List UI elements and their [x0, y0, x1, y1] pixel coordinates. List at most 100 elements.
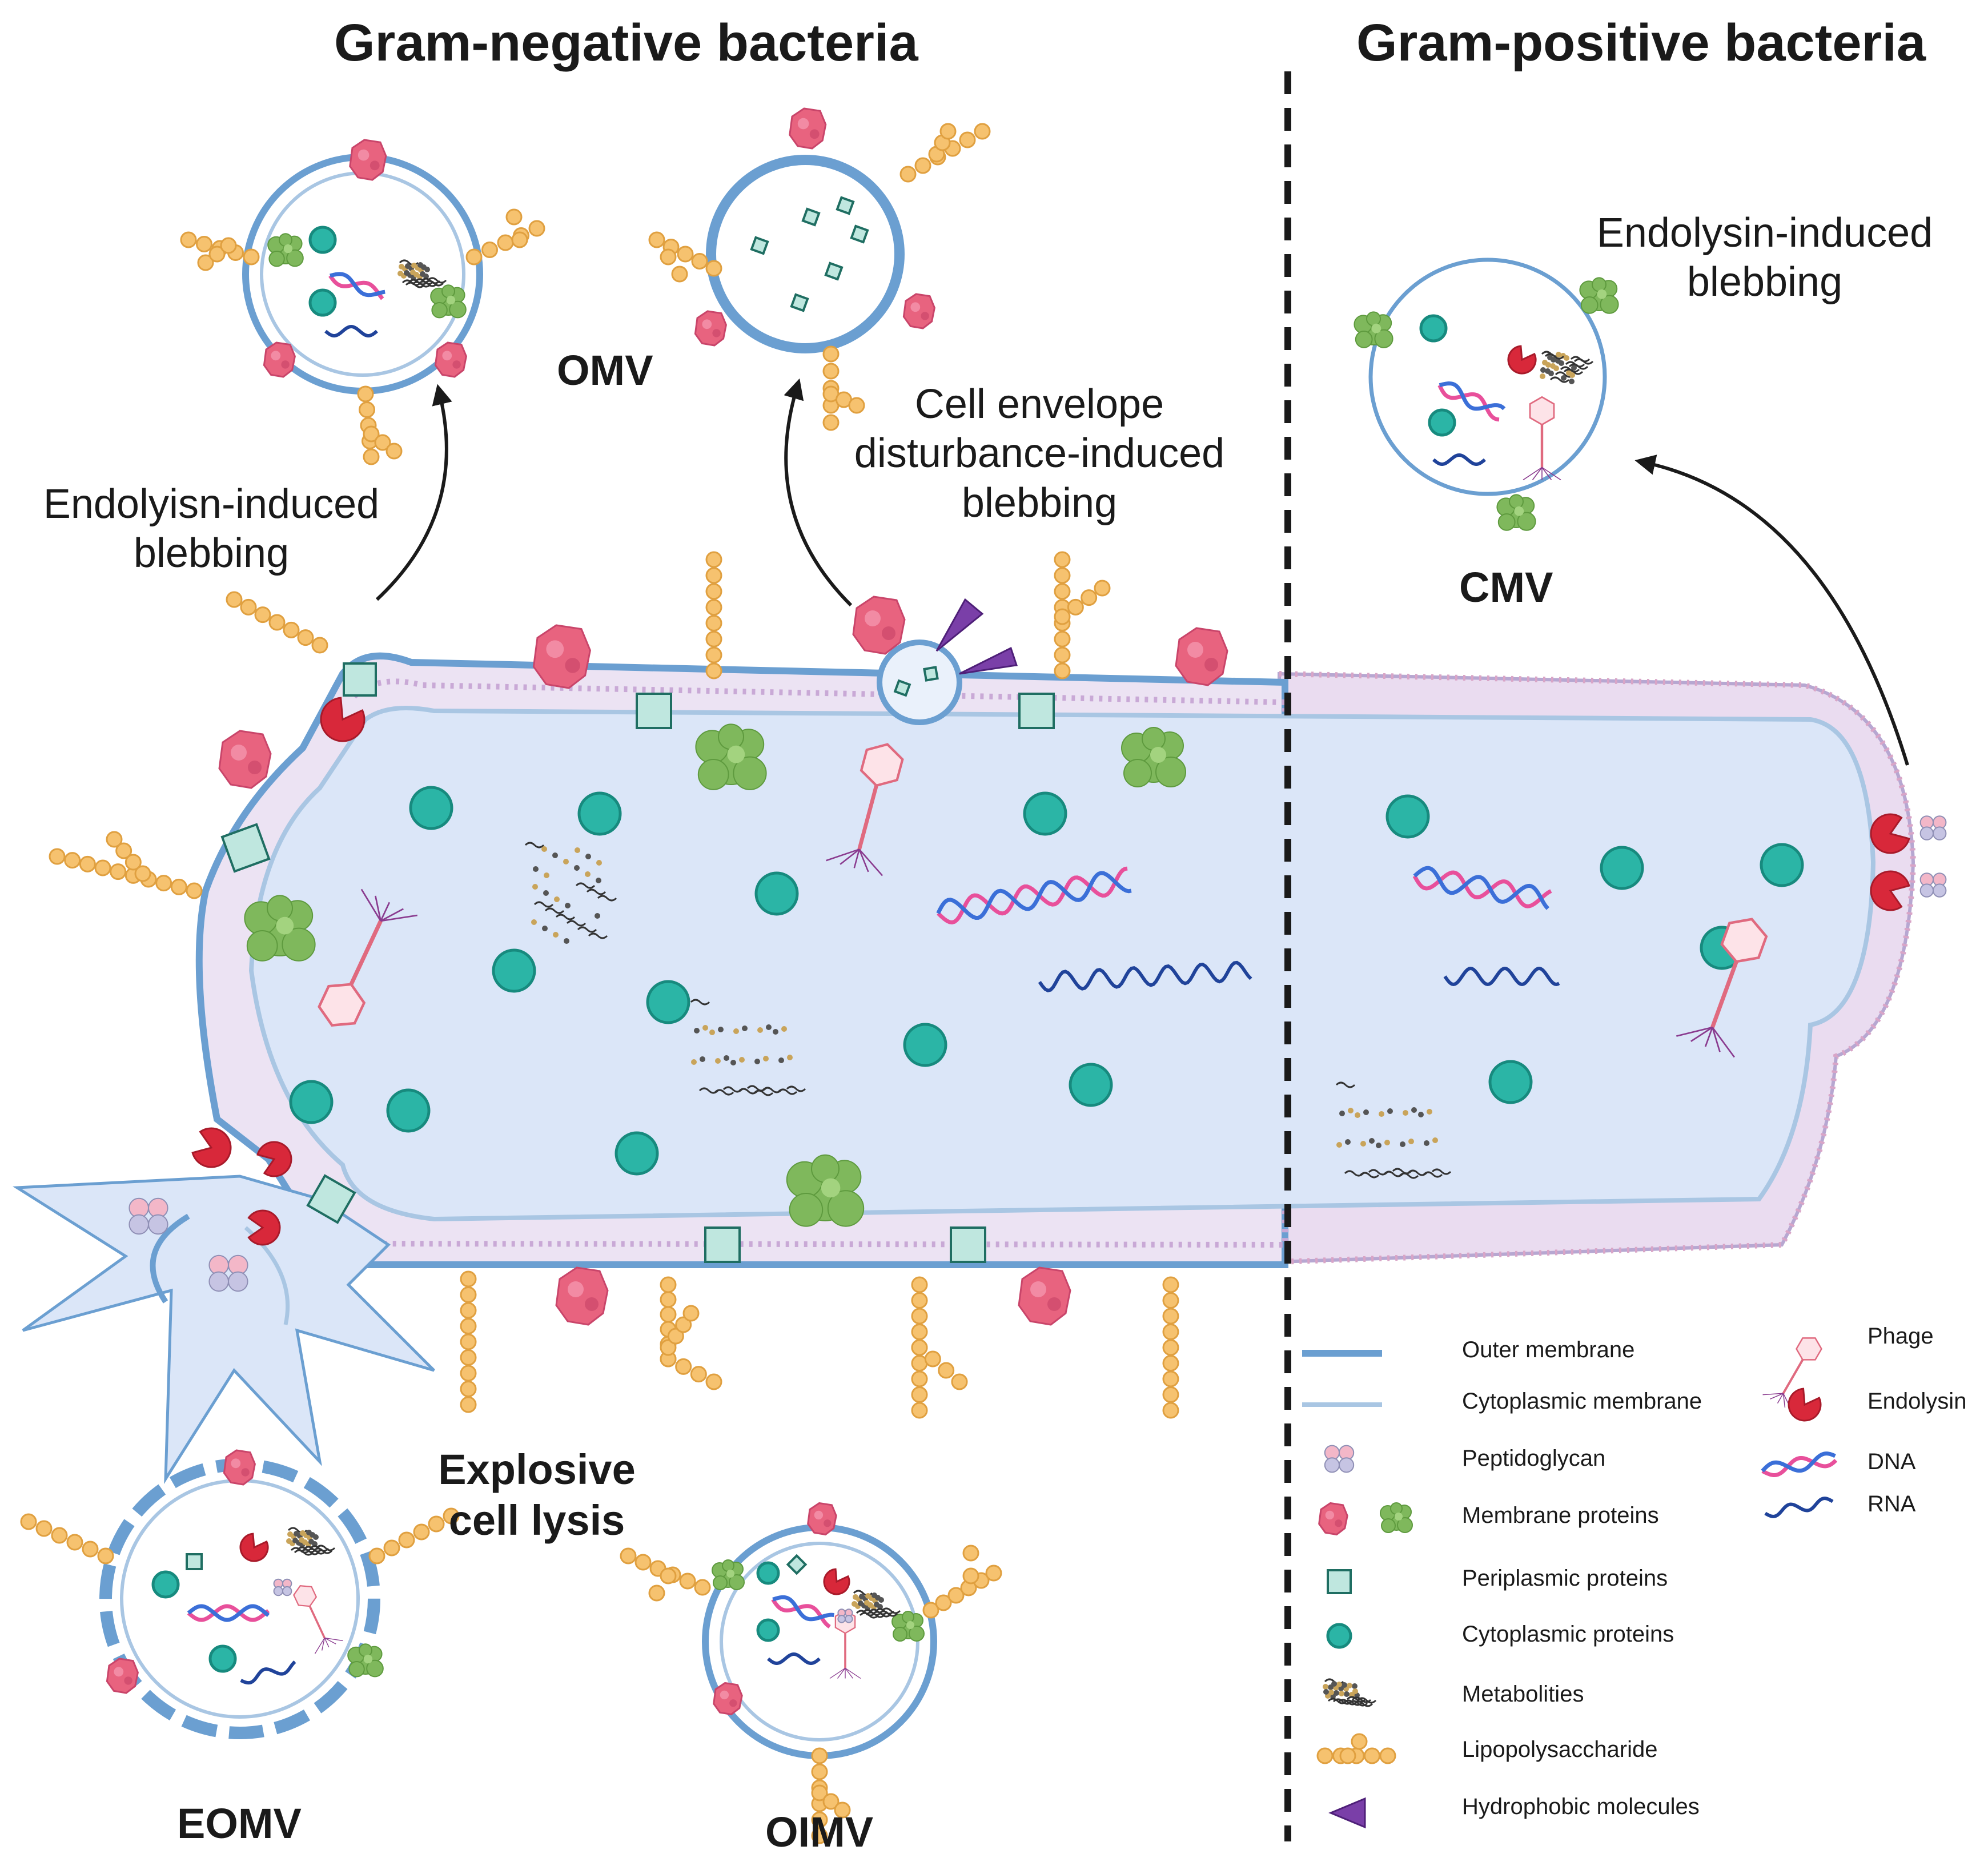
label-oimv: OIMV	[765, 1808, 874, 1856]
cell-phage-1	[826, 743, 904, 876]
legend-label-membrane-proteins: Membrane proteins	[1462, 1503, 1659, 1528]
cell-periplasmic-1	[343, 662, 377, 697]
cell-membrane-protein-1	[532, 624, 591, 689]
v3-rna	[1432, 453, 1486, 466]
cell-endolysin-2	[1870, 813, 1910, 854]
v2-periplasmic-1	[750, 236, 769, 255]
lysis-endolysin-2	[256, 1141, 292, 1177]
lysis-peptidoglycan-2	[208, 1254, 248, 1292]
hydrophobic-molecule-icon	[1328, 1797, 1366, 1829]
cytoplasmic-protein-icon	[1326, 1623, 1352, 1649]
cell-membrane-protein-8	[1121, 727, 1186, 787]
v5-lps-2	[922, 1545, 1002, 1619]
cell-periplasmic-5	[306, 1174, 356, 1224]
label-endolysin-induced-gn: Endolyisn-induced blebbing	[43, 481, 380, 577]
v2-protein-2	[694, 310, 727, 347]
cell-membrane-protein-6	[1018, 1266, 1071, 1326]
v4-protein-1	[223, 1449, 256, 1486]
v2-lps-2	[899, 123, 991, 183]
v4-lps-2	[368, 1507, 460, 1565]
v2-protein-3	[902, 293, 935, 329]
vesicle-omv	[706, 155, 905, 353]
cytoplasmic-protein-8	[615, 1131, 659, 1176]
cell-endolysin-1	[320, 697, 366, 742]
cell-membrane-protein-3	[852, 596, 906, 655]
periplasmic-protein-icon	[1327, 1569, 1352, 1594]
cytoplasmic-protein-5	[646, 980, 690, 1024]
v2-periplasmic-3	[850, 224, 869, 244]
v5-protein-3	[712, 1559, 745, 1590]
cell-membrane-protein-4	[218, 730, 272, 789]
legend-label-rna: RNA	[1867, 1491, 1916, 1517]
v2-periplasmic-2	[801, 207, 821, 227]
bleb-periplasmic-1	[893, 679, 911, 697]
explosive-lysis-burst	[13, 1175, 435, 1485]
v3-protein-3	[1496, 494, 1536, 531]
lysis-endolysin-1	[191, 1127, 232, 1168]
v4-phage	[293, 1585, 343, 1654]
v2-periplasmic-5	[790, 293, 809, 312]
cytoplasmic-protein-4	[492, 948, 536, 993]
label-cmv: CMV	[1459, 564, 1553, 611]
label-eomv: EOMV	[177, 1800, 302, 1847]
membrane-protein-icon	[1318, 1502, 1348, 1536]
cell-lps-bottom-4	[1162, 1276, 1179, 1419]
cell-membrane-protein-9	[244, 895, 316, 962]
v5-lps-1	[620, 1547, 711, 1602]
phage-icon	[1762, 1337, 1822, 1412]
v3-dna	[1437, 381, 1506, 422]
cell-membrane-protein-2	[1175, 627, 1228, 686]
cell-lps-left-1	[49, 831, 203, 899]
v1-cyto-1	[308, 226, 337, 254]
v3-protein-1	[1579, 277, 1619, 314]
vesicle-oimv	[702, 1524, 937, 1759]
hydrophobic-molecule-1	[935, 598, 984, 652]
v5-protein-2	[713, 1682, 743, 1716]
v5-metabolites	[852, 1590, 901, 1619]
vesicle-endolysin-omv	[242, 154, 483, 395]
cell-peptidoglycan-2	[1919, 872, 1947, 898]
v4-peptidoglycan	[273, 1578, 292, 1596]
v4-protein-2	[106, 1658, 139, 1694]
v4-endolysin	[239, 1533, 269, 1562]
peptidoglycan-icon	[1324, 1445, 1355, 1473]
heading-gram-negative: Gram-negative bacteria	[334, 14, 918, 72]
cell-phage-2	[318, 888, 417, 1027]
cell-periplasmic-4	[220, 823, 271, 873]
endolysin-icon	[1788, 1388, 1822, 1422]
label-endolysin-induced-gp: Endolysin-induced blebbing	[1596, 210, 1933, 305]
v2-periplasmic-6	[836, 196, 855, 215]
v1-dna	[328, 272, 385, 300]
heading-gram-positive: Gram-positive bacteria	[1356, 14, 1926, 72]
v5-cyto-1	[756, 1561, 780, 1585]
v3-phage	[1523, 396, 1561, 481]
v5-lps-3	[811, 1747, 851, 1844]
v3-cyto-2	[1428, 408, 1456, 437]
cytoplasmic-protein-9	[903, 1023, 947, 1067]
lipopolysaccharide-icon	[1316, 1733, 1396, 1764]
membrane-bleb	[877, 640, 962, 725]
cell-periplasmic-3	[1018, 693, 1055, 729]
cytoplasmic-protein-11	[1023, 791, 1067, 836]
cell-lps-bottom-3	[911, 1276, 968, 1419]
cell-endolysin-3	[1870, 870, 1910, 911]
v5-endolysin	[823, 1568, 850, 1595]
v1-lps-1	[180, 231, 260, 271]
v1-protein-2	[263, 341, 296, 378]
v5-peptidoglycan	[837, 1608, 853, 1623]
cytoplasmic-membrane	[248, 706, 1876, 1222]
cell-periplasmic-7	[950, 1226, 986, 1263]
membrane-protein-icon-green	[1380, 1502, 1413, 1533]
v1-protein-3	[434, 341, 467, 378]
v3-cyto-1	[1419, 314, 1448, 343]
legend	[1302, 1350, 1382, 1407]
v1-protein-1	[349, 139, 387, 181]
cell-rna-2	[1443, 966, 1560, 987]
legend-label-peptidoglycan: Peptidoglycan	[1462, 1446, 1606, 1471]
label-cell-envelope: Cell envelope disturbance-induced blebbi…	[854, 381, 1225, 526]
v1-cyto-2	[308, 288, 337, 317]
legend-label-outer-membrane: Outer membrane	[1462, 1337, 1635, 1362]
v4-rna	[240, 1660, 296, 1685]
cytoplasmic-protein-6	[289, 1080, 334, 1124]
